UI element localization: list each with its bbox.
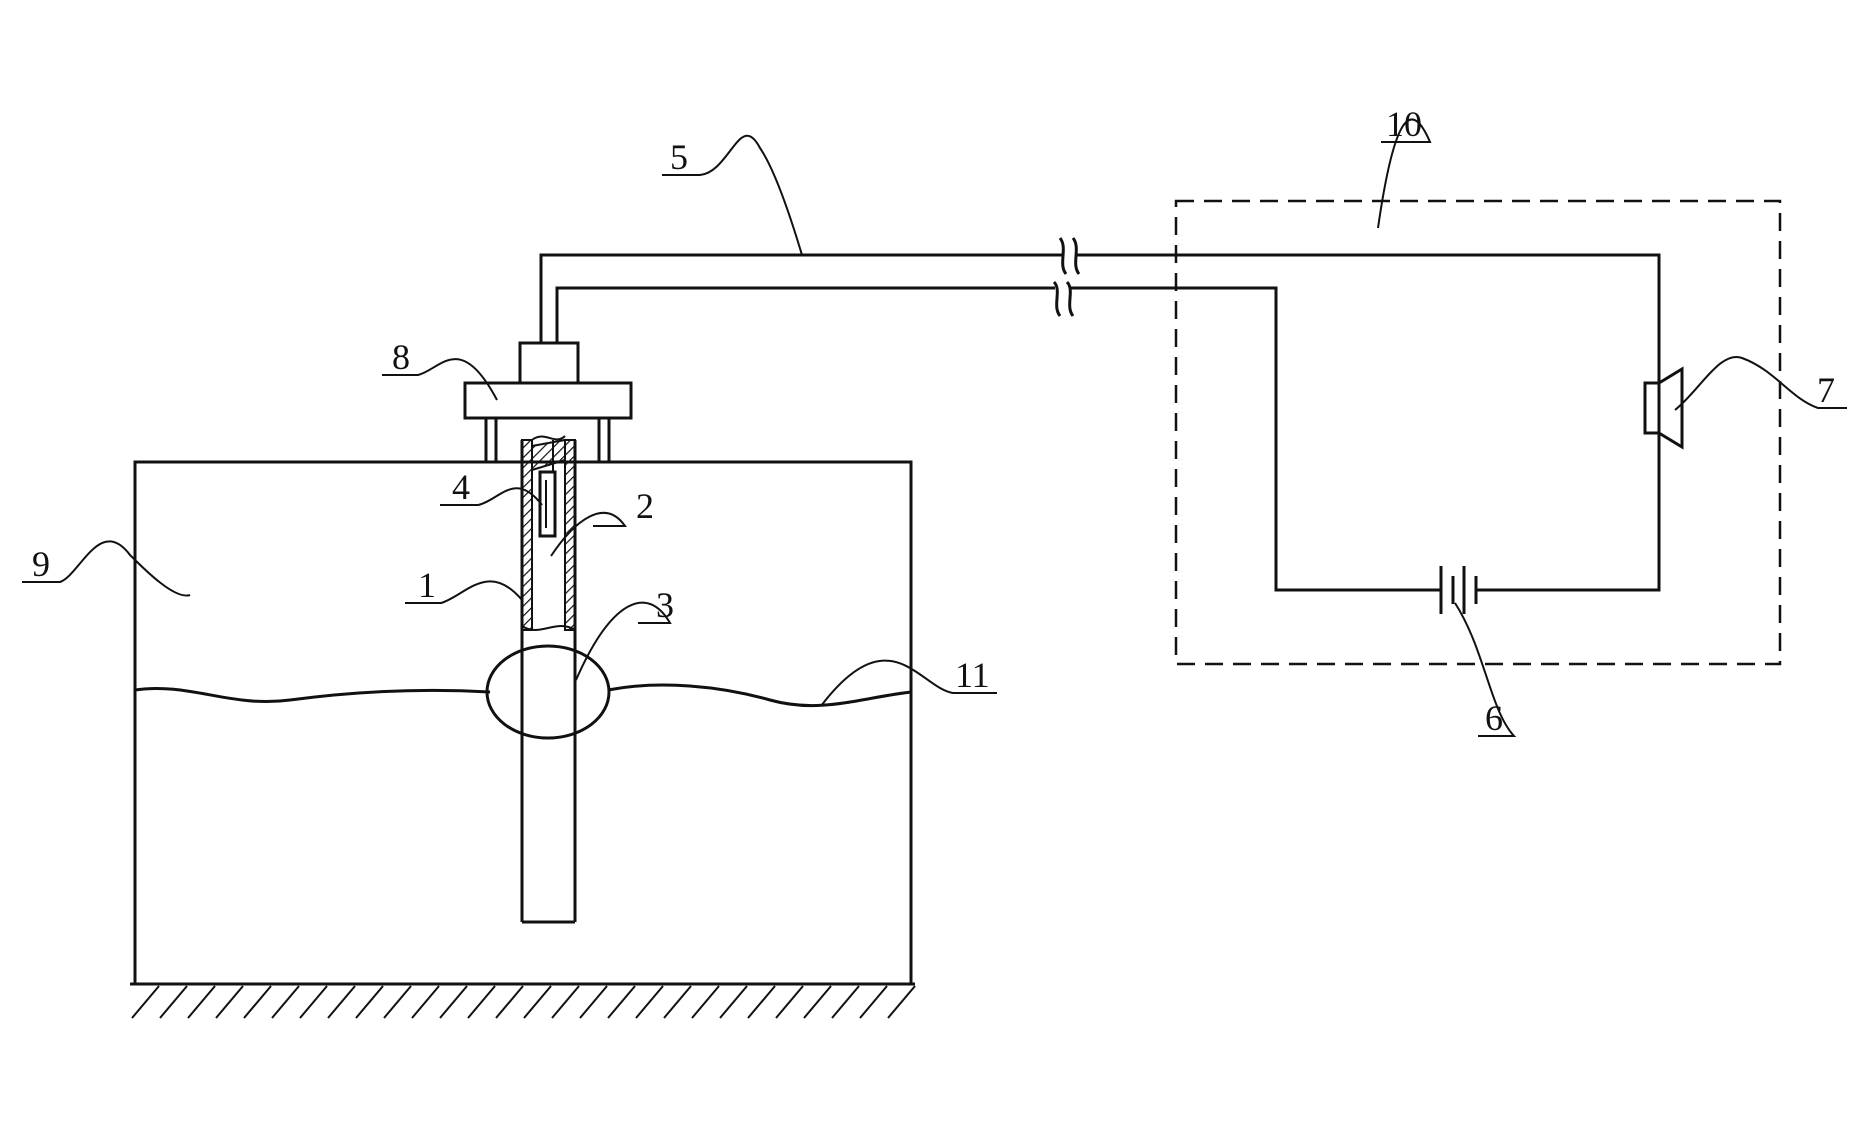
leader-lines (22, 118, 1847, 737)
label-2: 2 (636, 486, 654, 526)
liquid-surface (134, 686, 491, 704)
tube-cutaway (521, 435, 576, 631)
mounting-flange (463, 341, 633, 462)
label-5: 5 (670, 137, 688, 177)
speaker-icon (1643, 366, 1684, 450)
label-8: 8 (392, 337, 410, 377)
alarm-unit-box (1174, 199, 1782, 666)
liquid-surface-right (607, 683, 912, 708)
label-9: 9 (32, 544, 50, 584)
label-10: 10 (1386, 104, 1422, 144)
battery-icon (1439, 566, 1478, 614)
label-3: 3 (656, 585, 674, 625)
label-11: 11 (955, 655, 990, 695)
float-ball (485, 644, 611, 740)
signal-cable (539, 237, 1661, 592)
label-7: 7 (1817, 370, 1835, 410)
ground-hatching (130, 982, 916, 1019)
label-1: 1 (418, 565, 436, 605)
label-6: 6 (1485, 698, 1503, 738)
label-4: 4 (452, 467, 470, 507)
